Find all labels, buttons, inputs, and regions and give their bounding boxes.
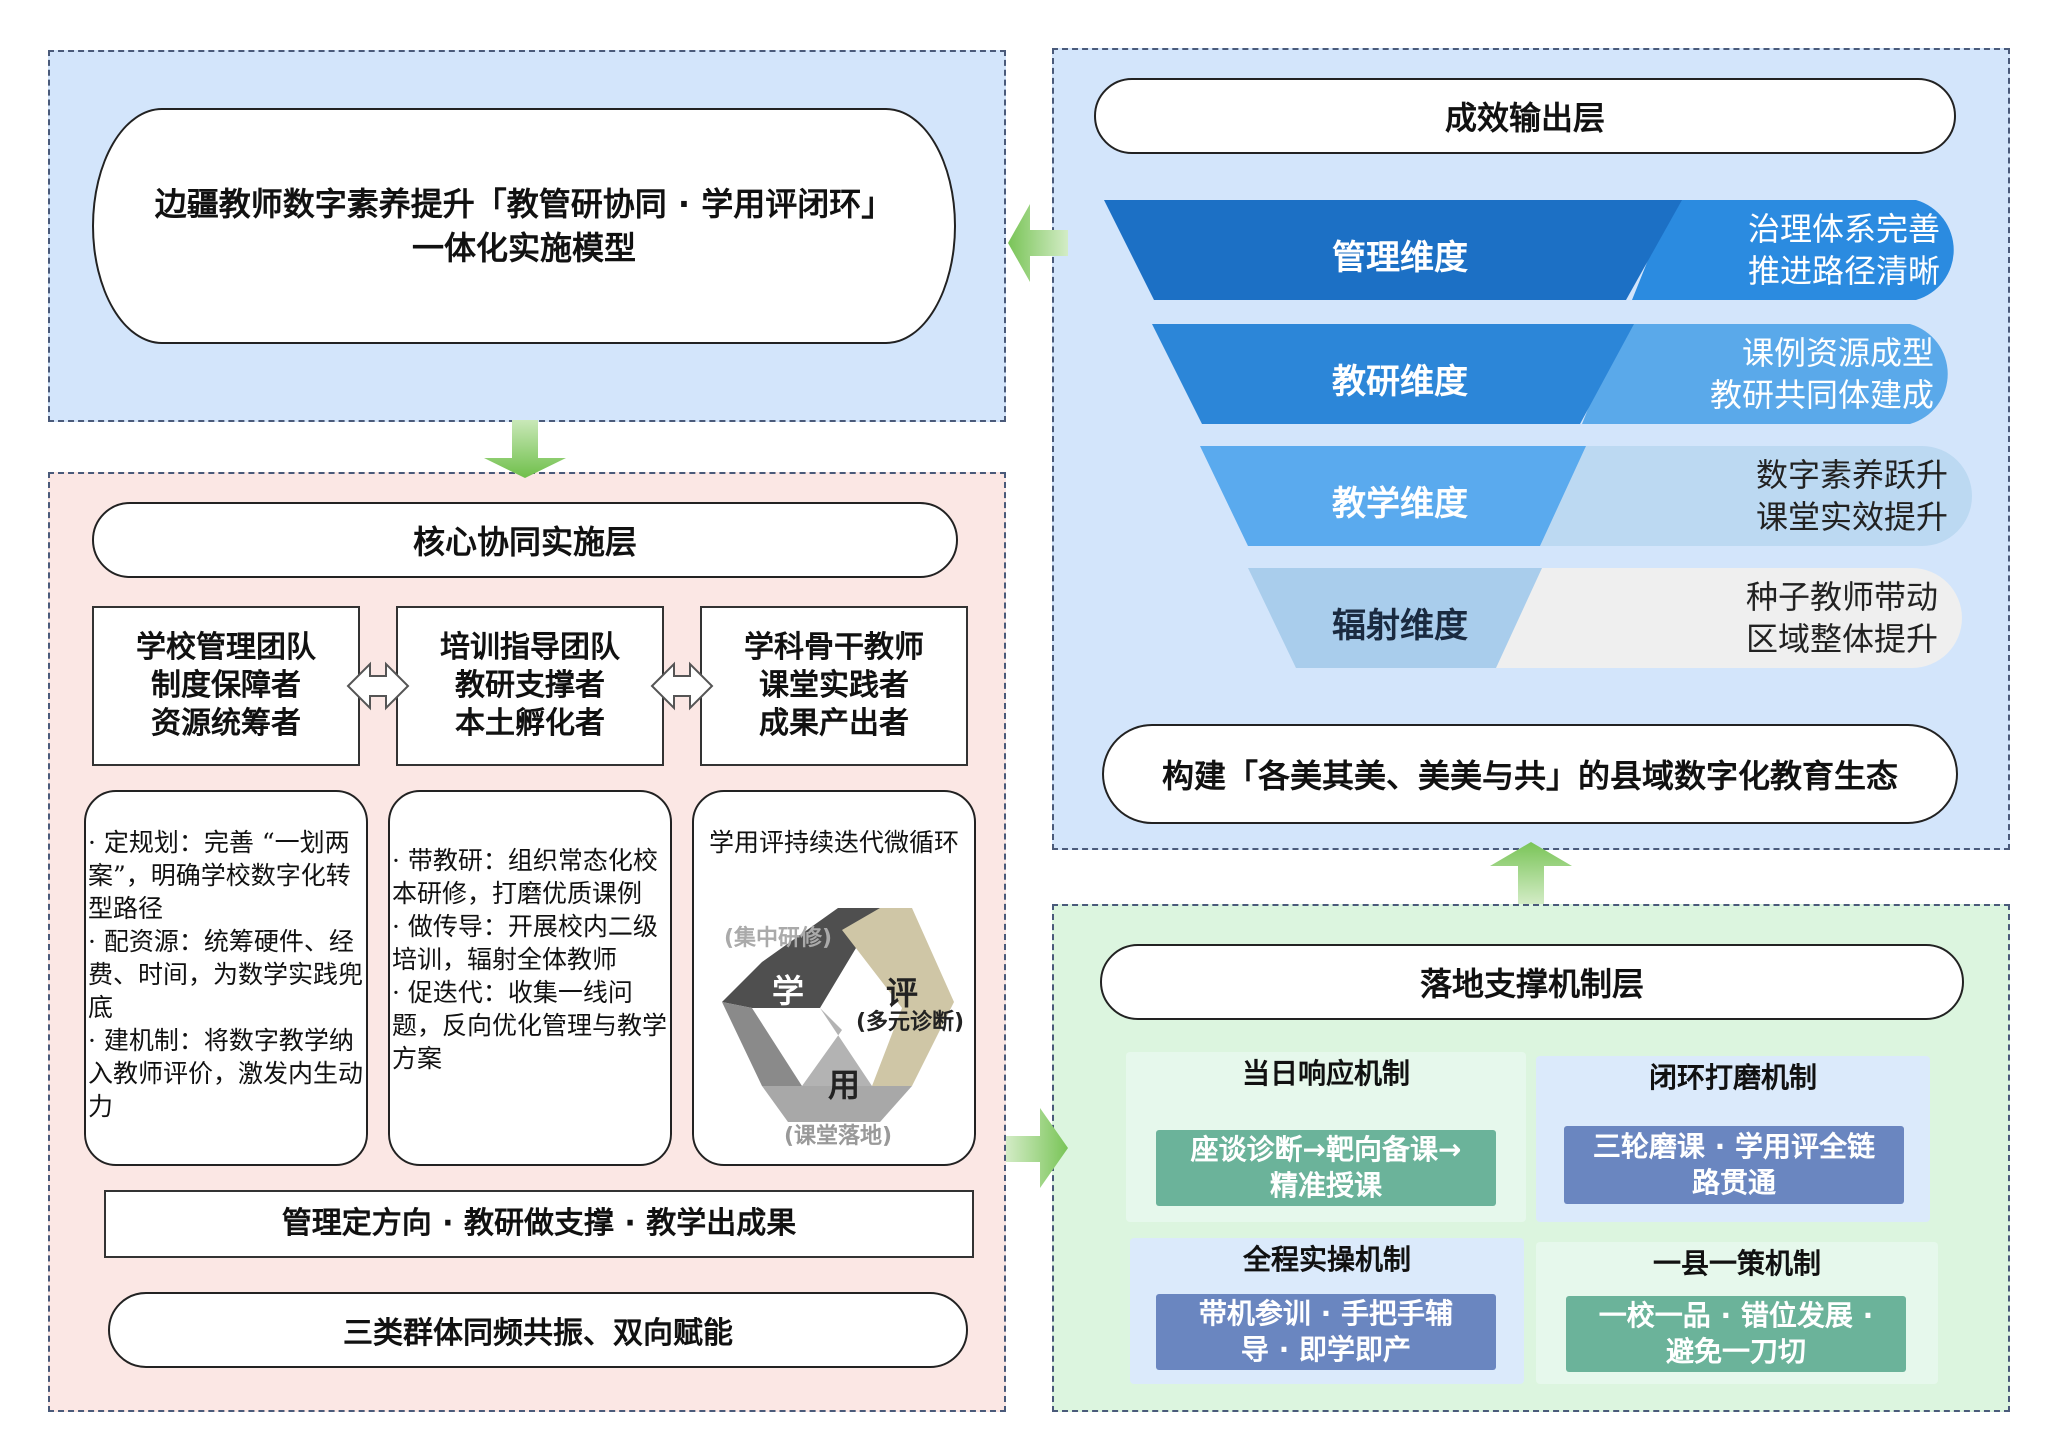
tier-output-line: 推进路径清晰: [1747, 252, 1940, 290]
tier-output-management: 治理体系完善 推进路径清晰: [1680, 208, 1940, 292]
mechanism-title: 全程实操机制: [1242, 1243, 1411, 1276]
cycle-learn-sub: (集中研修): [724, 926, 833, 951]
cycle-segment-evaluate: [842, 908, 954, 1086]
mechanism-closed-loop: 闭环打磨机制 三轮磨课 · 学用评全链 路贯通: [1536, 1056, 1930, 1222]
mechanism-bar: 座谈诊断→靶向备课→ 精准授课: [1156, 1130, 1496, 1206]
tier-output-bg-4: [1492, 568, 1962, 668]
cycle-use-sub: (课堂落地): [784, 1124, 893, 1149]
tier-label-bg-2: [1152, 324, 1634, 424]
arrow-up-to-output: [1490, 842, 1572, 904]
bullets-training-card: · 带教研：组织常态化校本研修，打磨优质课例 · 做传导：开展校内二级培训，辐射…: [388, 790, 672, 1166]
ecosystem-text: 构建「各美其美、美美与共」的县域数字化教育生态: [1161, 757, 1898, 795]
double-arrow-icons: [346, 661, 714, 711]
core-slogan-text: 三类群体同频共振、双向赋能: [343, 1316, 733, 1351]
mechanism-same-day-response: 当日响应机制 座谈诊断→靶向备课→ 精准授课: [1126, 1052, 1526, 1222]
tier-output-line: 区域整体提升: [1745, 620, 1938, 658]
model-title-line1: 边疆教师数字素养提升「教管研协同 · 学用评闭环」: [154, 185, 894, 223]
core-slogan: 三类群体同频共振、双向赋能: [108, 1292, 968, 1368]
tier-label-radiation: 辐射维度: [1332, 606, 1468, 646]
cycle-title: 学用评持续迭代微循环: [708, 828, 959, 857]
tier-output-line: 数字素养跃升: [1755, 456, 1948, 494]
cycle-use: 用: [828, 1066, 861, 1104]
arrow-left-to-model: [1008, 204, 1068, 282]
bullets-training-text: · 带教研：组织常态化校本研修，打磨优质课例 · 做传导：开展校内二级培训，辐射…: [392, 846, 668, 1073]
bullets-management-card: · 定规划：完善 “一划两案”，明确学校数字化转型路径 · 配资源：统筹硬件、经…: [84, 790, 368, 1166]
bullets-management-text: · 定规划：完善 “一划两案”，明确学校数字化转型路径 · 配资源：统筹硬件、经…: [88, 828, 364, 1121]
mechanism-title: 当日响应机制: [1241, 1057, 1410, 1090]
arrow-right-to-support: [1006, 1108, 1068, 1188]
cycle-learn: 学: [772, 972, 805, 1010]
group-line: 培训指导团队: [440, 630, 620, 665]
model-title-line2: 一体化实施模型: [411, 229, 636, 267]
tier-output-research: 课例资源成型 教研共同体建成: [1650, 332, 1934, 416]
tier-output-bg-3: [1540, 446, 1972, 546]
group-line: 制度保障者: [151, 668, 301, 703]
mechanism-title: 一县一策机制: [1652, 1247, 1821, 1280]
double-arrow-icon: [346, 661, 410, 711]
group-line: 学科骨干教师: [744, 630, 924, 665]
learn-use-evaluate-cycle: [722, 908, 954, 1122]
support-title-text: 落地支撑机制层: [1419, 965, 1644, 1003]
group-school-management: 学校管理团队 制度保障者 资源统筹者: [92, 606, 360, 766]
tier-output-line: 教研共同体建成: [1709, 376, 1934, 414]
core-summary-bar: 管理定方向 · 教研做支撑 · 教学出成果: [104, 1190, 974, 1258]
tier-output-teaching: 数字素养跃升 课堂实效提升: [1680, 454, 1948, 538]
tier-output-line: 种子教师带动: [1745, 578, 1938, 616]
tier-output-line: 课例资源成型: [1741, 334, 1934, 372]
tier-output-line: 治理体系完善: [1747, 210, 1940, 248]
tier-label-bg-3: [1200, 446, 1586, 546]
model-title-box: 边疆教师数字素养提升「教管研协同 · 学用评闭环」 一体化实施模型: [92, 108, 956, 344]
ecosystem-box: 构建「各美其美、美美与共」的县域数字化教育生态: [1102, 724, 1958, 824]
support-title: 落地支撑机制层: [1100, 944, 1964, 1020]
group-line: 资源统筹者: [151, 706, 301, 741]
mechanism-title: 闭环打磨机制: [1648, 1061, 1817, 1094]
mechanism-bar: 一校一品 · 错位发展 · 避免一刀切: [1566, 1296, 1906, 1372]
group-line: 学校管理团队: [136, 630, 316, 665]
group-line: 课堂实践者: [759, 668, 909, 703]
cycle-eval: 评: [886, 974, 919, 1012]
mechanism-bar-text: 座谈诊断→靶向备课→ 精准授课: [1190, 1133, 1462, 1202]
cycle-segment-learn: [722, 908, 880, 1008]
tier-output-bg-1: [1632, 200, 1954, 300]
output-funnel: [1104, 200, 1972, 668]
mechanism-hands-on: 全程实操机制 带机参训 · 手把手辅 导 · 即学即产: [1130, 1238, 1524, 1384]
mechanism-one-county-one-policy: 一县一策机制 一校一品 · 错位发展 · 避免一刀切: [1536, 1242, 1938, 1384]
cycle-segment-use: [762, 1086, 912, 1122]
output-title-text: 成效输出层: [1444, 99, 1605, 137]
group-line: 本土孵化者: [455, 706, 605, 741]
core-title: 核心协同实施层: [92, 502, 958, 578]
mechanism-bar-text: 三轮磨课 · 学用评全链 路贯通: [1592, 1130, 1876, 1199]
tier-label-research: 教研维度: [1332, 362, 1468, 402]
arrow-down-to-core: [484, 420, 566, 478]
cycle-eval-sub: (多元诊断): [856, 1010, 965, 1035]
core-title-text: 核心协同实施层: [412, 523, 637, 561]
mechanism-bar-text: 带机参训 · 手把手辅 导 · 即学即产: [1198, 1297, 1454, 1366]
tier-label-bg-4: [1248, 568, 1542, 668]
output-title: 成效输出层: [1094, 78, 1956, 154]
group-training-guidance: 培训指导团队 教研支撑者 本土孵化者: [396, 606, 664, 766]
tier-label-bg-1: [1104, 200, 1682, 300]
group-line: 教研支撑者: [455, 668, 605, 703]
cycle-segment-use-top: [802, 1008, 872, 1086]
core-summary-text: 管理定方向 · 教研做支撑 · 教学出成果: [281, 1206, 797, 1241]
mechanism-bar: 三轮磨课 · 学用评全链 路贯通: [1564, 1126, 1904, 1204]
tier-output-radiation: 种子教师带动 区域整体提升: [1680, 576, 1938, 660]
mechanism-bar: 带机参训 · 手把手辅 导 · 即学即产: [1156, 1294, 1496, 1370]
tier-label-management: 管理维度: [1332, 238, 1468, 278]
mechanism-bar-text: 一校一品 · 错位发展 · 避免一刀切: [1598, 1299, 1874, 1368]
group-subject-backbone: 学科骨干教师 课堂实践者 成果产出者: [700, 606, 968, 766]
cycle-segment-learn-shadow: [722, 1002, 802, 1086]
group-line: 成果产出者: [759, 706, 909, 741]
tier-label-teaching: 教学维度: [1332, 484, 1468, 524]
double-arrow-icon: [650, 661, 714, 711]
tier-output-line: 课堂实效提升: [1755, 498, 1948, 536]
tier-output-bg-2: [1582, 324, 1948, 424]
